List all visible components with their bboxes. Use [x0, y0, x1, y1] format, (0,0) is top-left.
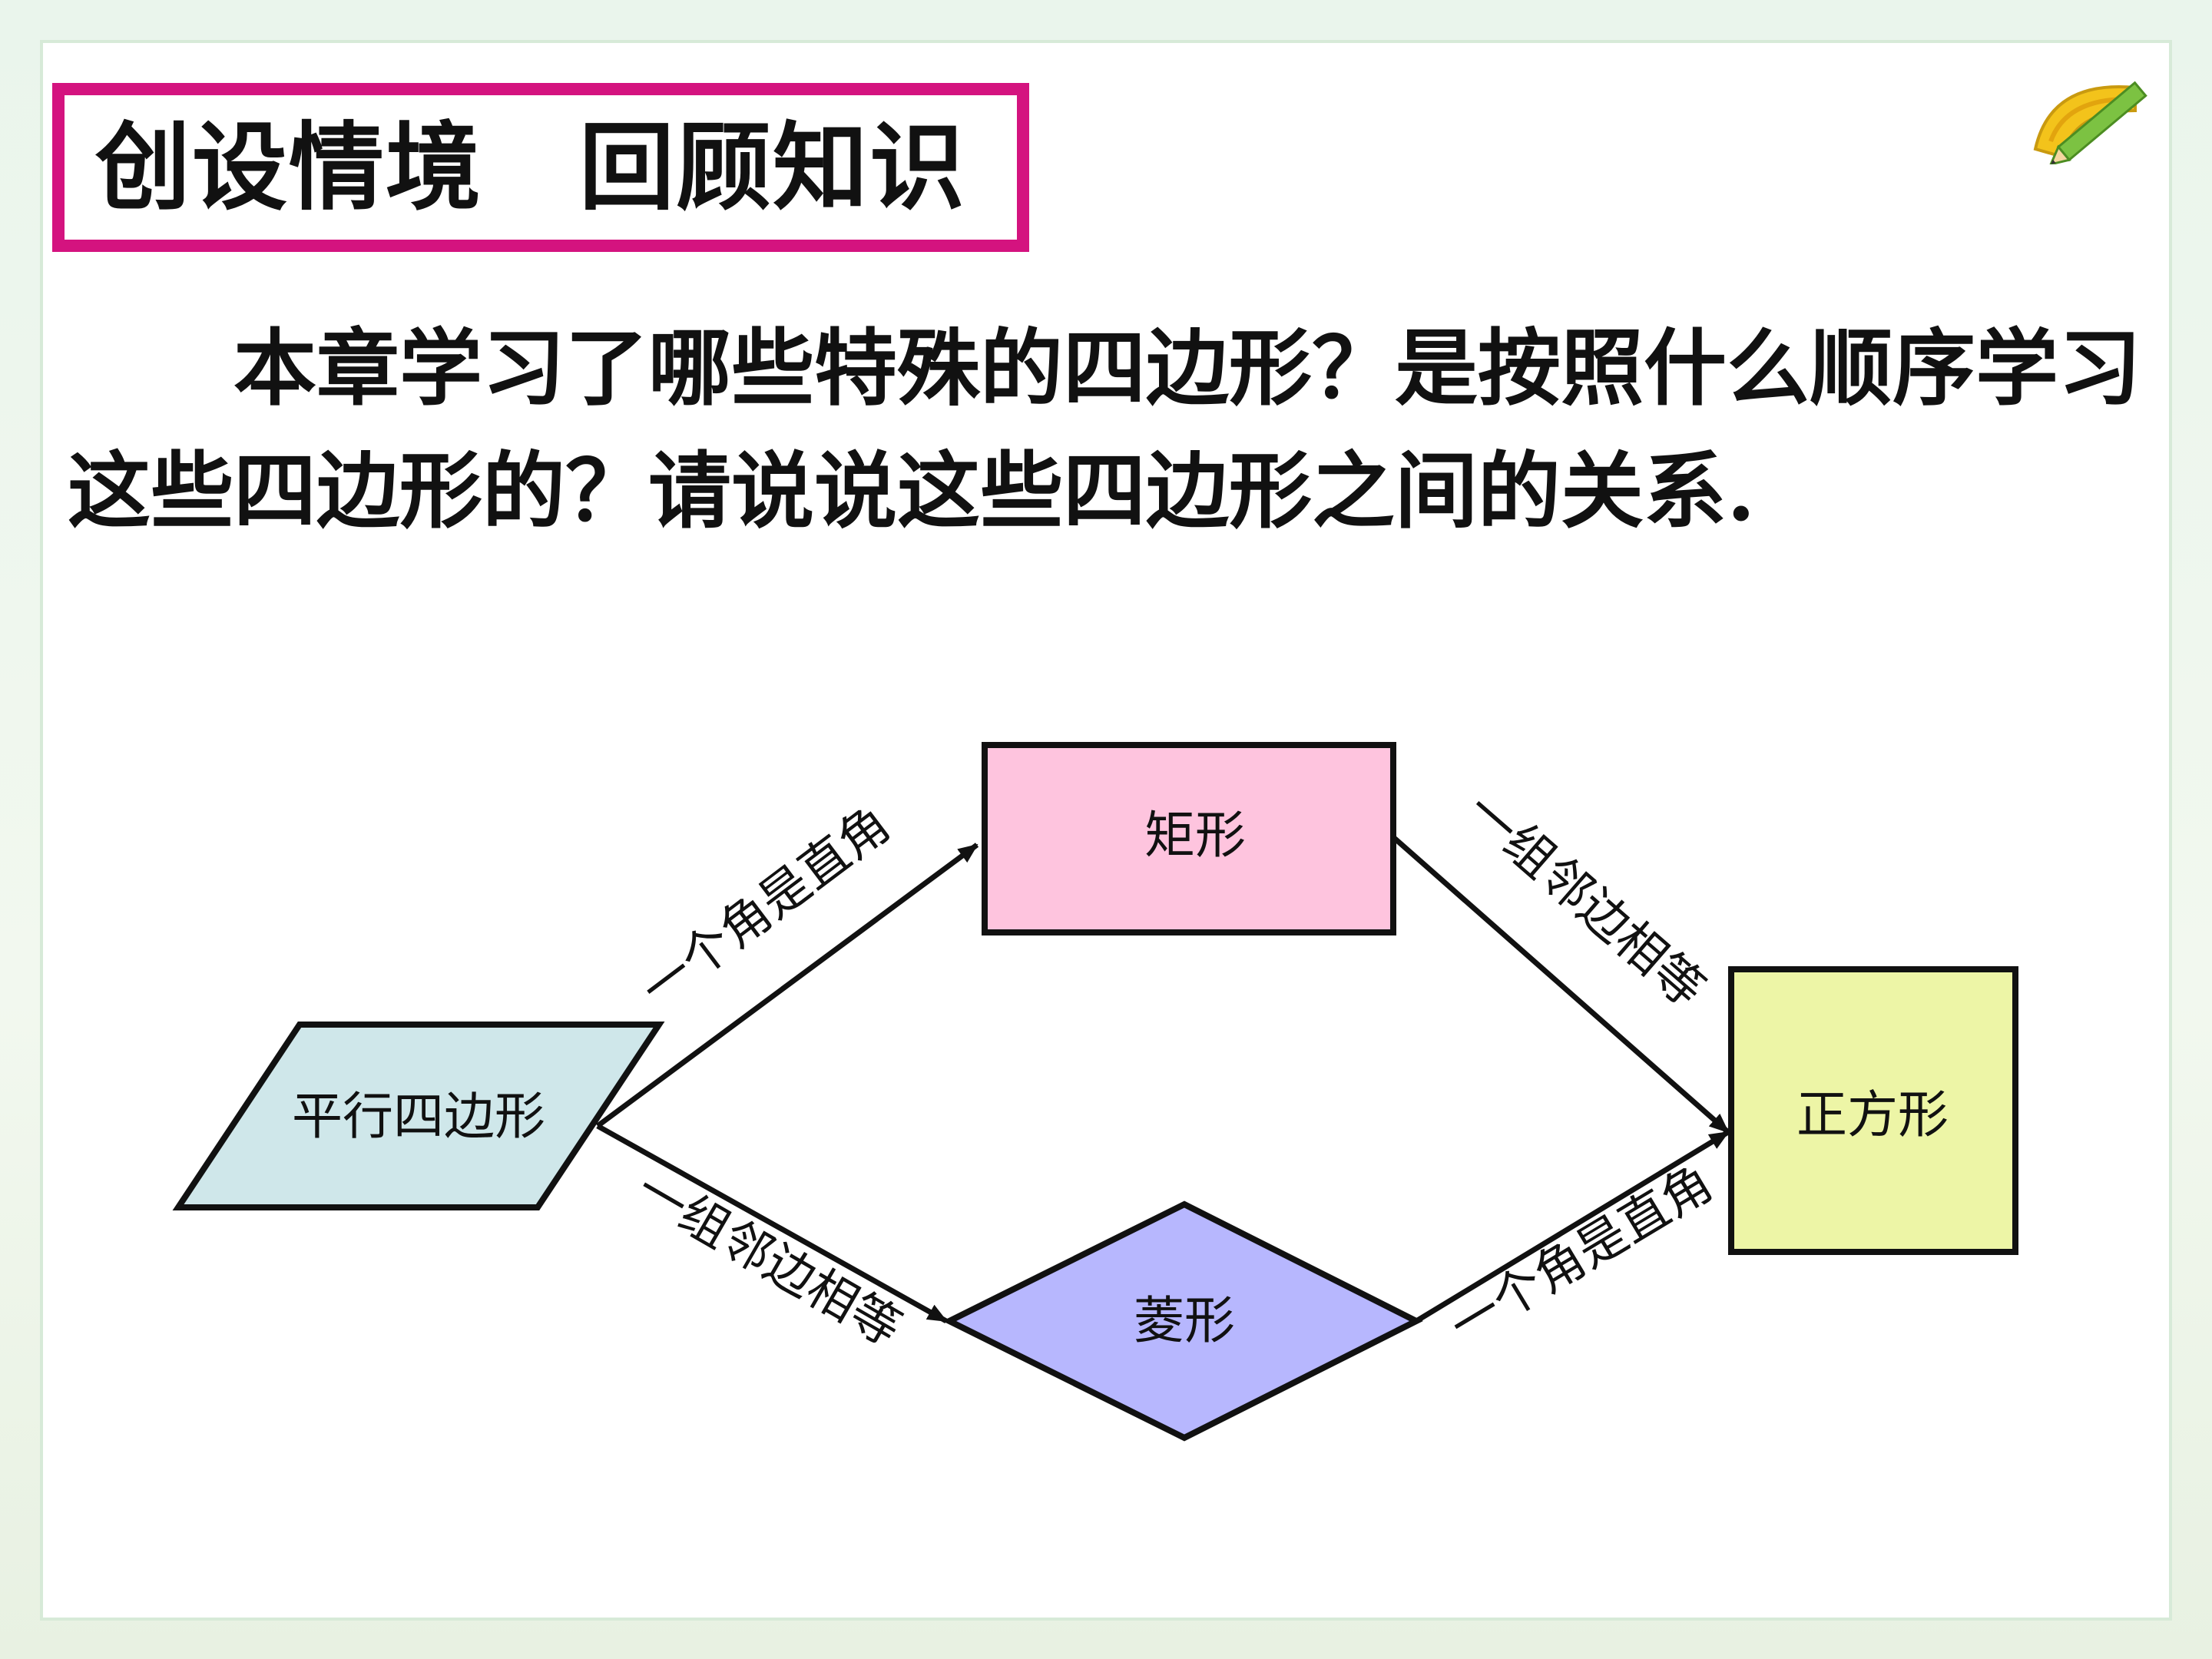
node-label-square: 正方形 [1796, 1085, 1949, 1144]
parallelogram-shape [172, 1022, 665, 1210]
arrow-parallelogram-to-rectangle [595, 843, 979, 1128]
edge-label-parallelogram-rectangle: 一个角是直角 [631, 796, 901, 1018]
page-title: 创设情境 回顾知识 [95, 113, 967, 224]
question-content: 本章学习了哪些特殊的四边形？是按照什么顺序学习这些四边形的？请说说这些四边形之间… [68, 320, 2142, 540]
edge-label-rectangle-square: 一组邻边相等 [1455, 782, 1715, 1018]
edge-label-rhombus-square: 一个角是直角 [1441, 1154, 1723, 1355]
node-label-parallelogram: 平行四边形 [292, 1087, 545, 1146]
rectangle-shape [982, 742, 1396, 935]
arrow-rectangle-to-square [1391, 835, 1730, 1134]
node-label-rhombus: 菱形 [1134, 1291, 1235, 1350]
node-label-rectangle: 矩形 [1144, 806, 1246, 865]
square-shape [1728, 966, 2018, 1255]
title-box: 创设情境 回顾知识 [52, 83, 1029, 252]
rhombus-shape [942, 1200, 1423, 1442]
question-text: 本章学习了哪些特殊的四边形？是按照什么顺序学习这些四边形的？请说说这些四边形之间… [68, 307, 2141, 553]
arrow-parallelogram-to-rhombus [596, 1123, 948, 1324]
edge-label-parallelogram-rhombus: 一组邻边相等 [627, 1161, 911, 1358]
arrow-rhombus-to-square [1415, 1130, 1730, 1323]
protractor-pencil-icon [2033, 81, 2147, 164]
